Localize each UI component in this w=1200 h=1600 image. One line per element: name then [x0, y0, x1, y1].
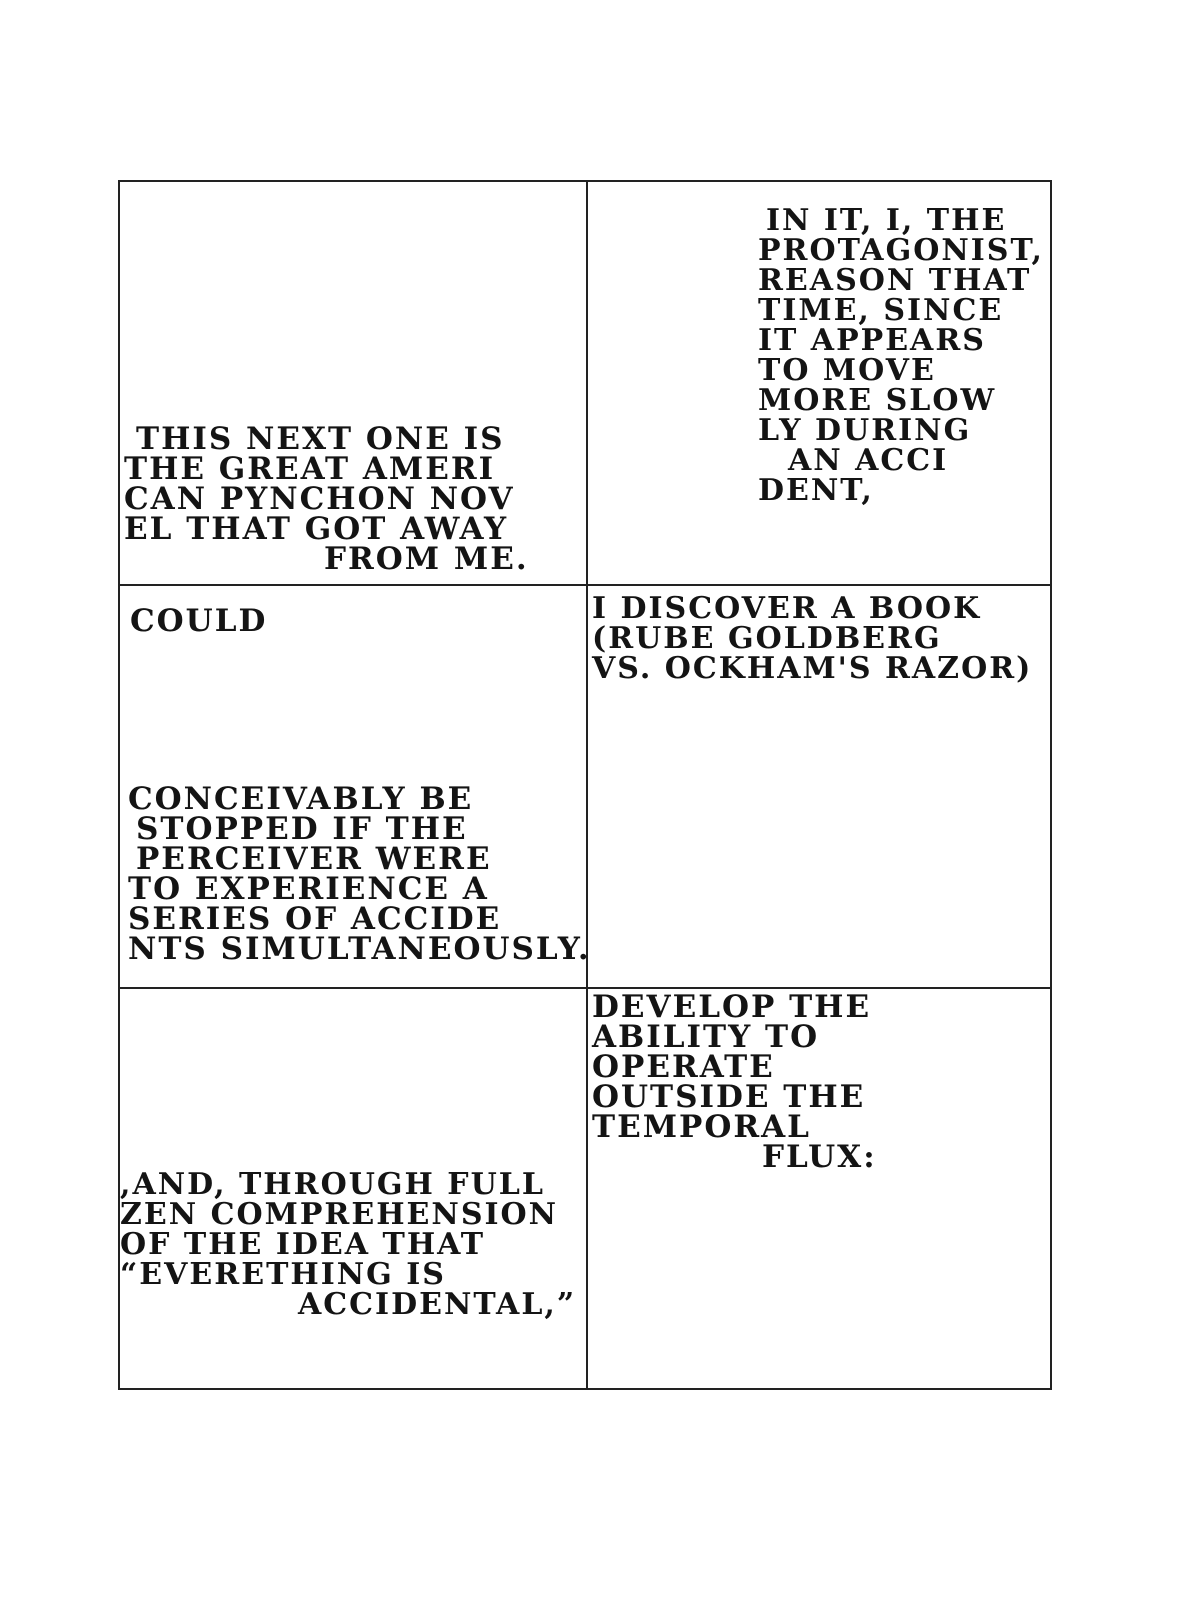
text-line: TO EXPERIENCE A — [128, 871, 489, 907]
comic-panel-grid — [118, 180, 1052, 1390]
text-line: DENT, — [758, 473, 874, 508]
text-line: COULD — [130, 603, 268, 639]
panel-divider-horizontal — [120, 987, 1050, 989]
text-line: LY DURING — [758, 413, 972, 448]
text-line: TEMPORAL — [592, 1109, 811, 1145]
text-line: VS. OCKHAM'S RAZOR) — [592, 651, 1033, 686]
text-line: MORE SLOW — [758, 383, 997, 418]
text-line: OPERATE — [592, 1049, 775, 1085]
text-line: ZEN COMPREHENSION — [120, 1197, 559, 1232]
text-line: PROTAGONIST, — [758, 233, 1044, 268]
text-line: CONCEIVABLY BE — [128, 781, 474, 817]
text-line: IT APPEARS — [758, 323, 986, 358]
text-line: I DISCOVER A BOOK — [592, 591, 982, 626]
text-line: TIME, SINCE — [758, 293, 1004, 328]
text-line: NTS SIMULTANEOUSLY. — [128, 931, 591, 967]
text-line: SERIES OF ACCIDE — [128, 901, 502, 937]
text-line: FLUX: — [762, 1139, 877, 1175]
text-line: “EVERETHING IS — [120, 1257, 446, 1292]
text-line: FROM ME. — [324, 541, 529, 577]
text-line: ,AND, THROUGH FULL — [120, 1167, 545, 1202]
text-line: THIS NEXT ONE IS — [136, 421, 505, 457]
text-line: DEVELOP THE — [592, 989, 872, 1025]
text-line: PERCEIVER WERE — [136, 841, 492, 877]
text-line: (RUBE GOLDBERG — [592, 621, 942, 656]
text-line: REASON THAT — [758, 263, 1032, 298]
text-line: TO MOVE — [758, 353, 936, 388]
text-line: IN IT, I, THE — [766, 203, 1007, 238]
panel-text-middle-left-top: COULD — [130, 603, 268, 639]
text-line: CAN PYNCHON NOV — [124, 481, 515, 517]
text-line: OUTSIDE THE — [592, 1079, 866, 1115]
text-line: AN ACCI — [788, 443, 949, 478]
text-line: EL THAT GOT AWAY — [124, 511, 509, 547]
text-line: STOPPED IF THE — [136, 811, 468, 847]
text-line: ACCIDENTAL,” — [298, 1287, 577, 1322]
text-line: OF THE IDEA THAT — [120, 1227, 486, 1262]
text-line: THE GREAT AMERI — [124, 451, 496, 487]
text-line: ABILITY TO — [592, 1019, 820, 1055]
panel-divider-horizontal — [120, 584, 1050, 586]
panel-divider-vertical — [586, 182, 588, 1388]
